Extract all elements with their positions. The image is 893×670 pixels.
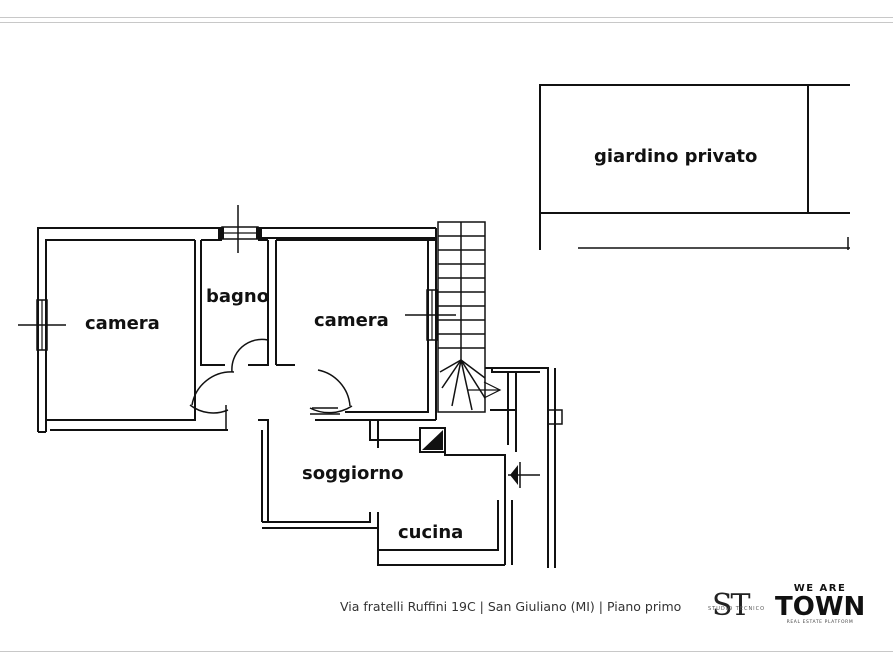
windows bbox=[18, 205, 563, 488]
garden-outline bbox=[539, 84, 850, 250]
studio-logo: ST STUDIO TECNICO bbox=[708, 588, 764, 628]
room-label-camera-left: camera bbox=[85, 313, 160, 334]
chimney-fill bbox=[422, 430, 443, 450]
door-swings bbox=[189, 338, 353, 430]
room-label-camera-right: camera bbox=[314, 310, 389, 331]
kitchen-walls bbox=[377, 500, 505, 566]
studio-monogram: ST bbox=[712, 588, 751, 623]
town-logo-main: TOWN bbox=[775, 592, 866, 622]
town-logo-tagline: REAL ESTATE PLATFORM bbox=[786, 620, 854, 625]
bathroom-walls bbox=[200, 239, 436, 366]
room-label-soggiorno: soggiorno bbox=[302, 463, 404, 484]
bottom-border-line bbox=[0, 651, 893, 652]
town-logo: WE ARE TOWN REAL ESTATE PLATFORM bbox=[775, 583, 865, 628]
door-jamb-left bbox=[218, 227, 224, 239]
living-walls bbox=[258, 419, 513, 565]
town-logo-top: WE ARE bbox=[793, 583, 847, 594]
staircase bbox=[437, 221, 502, 413]
left-room-walls bbox=[45, 240, 228, 432]
door-jamb-right bbox=[256, 227, 262, 239]
right-walls bbox=[485, 367, 556, 568]
address-caption: Via fratelli Ruffini 19C | San Giuliano … bbox=[340, 599, 682, 614]
room-label-giardino: giardino privato bbox=[594, 146, 758, 167]
room-label-bagno: bagno bbox=[206, 286, 270, 307]
top-border-line-inner bbox=[0, 22, 893, 23]
top-border-line bbox=[0, 17, 893, 18]
right-room-walls bbox=[276, 228, 437, 421]
studio-subtitle: STUDIO TECNICO bbox=[708, 606, 766, 612]
outer-walls bbox=[37, 227, 436, 433]
room-label-cucina: cucina bbox=[398, 522, 464, 543]
window-arrow bbox=[510, 465, 518, 485]
